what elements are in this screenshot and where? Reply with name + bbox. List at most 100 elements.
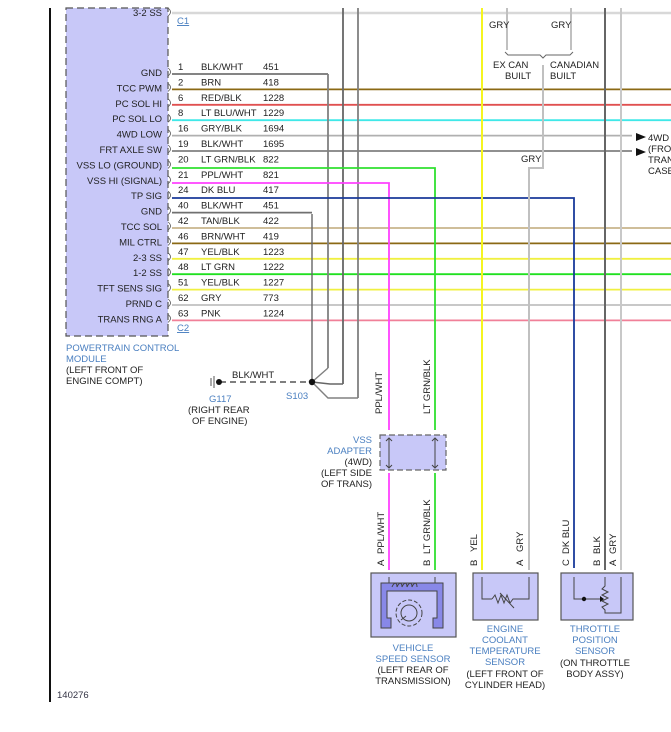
arrow-4wd-low-icon xyxy=(636,133,646,141)
pcm-pin-number: 21 xyxy=(178,170,189,181)
pcm-pin-circuit-number: 451 xyxy=(263,201,279,212)
splice-s103-dot xyxy=(308,378,316,386)
tp-location-line-2: BODY ASSY) xyxy=(566,669,623,680)
vss-adapter-pass-through-icons xyxy=(385,437,439,469)
connector-cavity xyxy=(167,83,171,92)
pcm-pin-number: 16 xyxy=(178,124,189,135)
pcm-pin-function-label: GND xyxy=(141,68,162,79)
ground-g117-label: G117 xyxy=(209,394,232,405)
pcm-pin-wire-color: LT GRN/BLK xyxy=(201,154,256,165)
wire-label-gry-left: GRY xyxy=(489,20,510,31)
wire-s103-d xyxy=(311,381,358,399)
pcm-pin-number: 1 xyxy=(178,62,183,73)
pcm-pin-number: 19 xyxy=(178,139,189,150)
tp-terminal-c-color: DK BLU xyxy=(561,520,572,554)
pcm-pin-function-label: 4WD LOW xyxy=(117,130,162,141)
pcm-pin-circuit-number: 451 xyxy=(263,62,279,73)
pcm-pin-wire-color: DK BLU xyxy=(201,185,235,196)
pcm-pin-wire-color: BLK/WHT xyxy=(201,201,243,212)
pcm-pin-wire-color: BLK/WHT xyxy=(201,62,243,73)
ect-terminal-a-color: GRY xyxy=(515,531,526,552)
pcm-pin-wire-color: GRY/BLK xyxy=(201,124,243,135)
connector-cavity xyxy=(167,221,171,231)
tp-name-line-3: SENSOR xyxy=(575,646,615,657)
potentiometer-icon xyxy=(573,577,622,614)
vss-adapter-detail-line-3: OF TRANS) xyxy=(321,479,372,490)
connector-cavity xyxy=(167,144,171,154)
ect-name-line-4: SENSOR xyxy=(485,657,525,668)
pcm-pin-function-label: FRT AXLE SW xyxy=(100,145,163,156)
connector-cavity xyxy=(167,129,171,138)
pcm-pin-circuit-number: 1227 xyxy=(263,278,284,289)
tp-terminal-a-label: A xyxy=(608,559,619,566)
ect-name-line-3: TEMPERATURE xyxy=(469,646,540,657)
pcm-pin-wire-color: GRY xyxy=(201,293,222,304)
ect-terminal-b-color: YEL xyxy=(469,534,480,552)
pcm-pin-number: 63 xyxy=(178,308,189,319)
pcm-name-line-2: MODULE xyxy=(66,354,107,365)
pcm-pin-wire-color: YEL/BLK xyxy=(201,278,240,289)
connector-cavity xyxy=(167,237,171,246)
pcm-pin-circuit-number: 822 xyxy=(263,154,279,165)
pcm-box xyxy=(65,7,169,337)
pcm-pin-circuit-number: 418 xyxy=(263,77,279,88)
pcm-pin-circuit-number: 1229 xyxy=(263,108,284,119)
connector-c1-link[interactable]: C1 xyxy=(177,16,189,27)
vss-adapter-box xyxy=(379,434,447,471)
vss-terminal-a-label: A xyxy=(376,559,387,566)
ect-terminal-b-label: B xyxy=(469,560,480,566)
pcm-pin-function-label: TRANS RNG A xyxy=(98,314,163,325)
tp-terminal-c-label: C xyxy=(561,559,572,566)
connector-cavity xyxy=(167,283,171,292)
arrow-frt-axle-icon xyxy=(636,148,646,156)
pcm-pin-circuit-number: 1695 xyxy=(263,139,284,150)
connector-cavity xyxy=(167,252,171,262)
pcm-pin-circuit-number: 821 xyxy=(263,170,279,181)
connector-cavity xyxy=(167,267,171,277)
pcm-location-line-1: (LEFT FRONT OF xyxy=(66,365,143,376)
ect-sensor-box xyxy=(472,572,539,621)
wire-label-gry-mid: GRY xyxy=(521,154,542,165)
pcm-pin-number: 24 xyxy=(178,185,189,196)
tp-name-line-1: THROTTLE xyxy=(570,624,620,635)
pcm-pin-function-label: TCC PWM xyxy=(117,83,162,94)
wire-ect-gry xyxy=(528,65,544,570)
ect-location-line-1: (LEFT FRONT OF xyxy=(466,669,543,680)
pcm-pin-function-label: PC SOL LO xyxy=(112,114,162,125)
pcm-pin-function-label: 2-3 SS xyxy=(133,253,162,264)
vss-name-line-2: SPEED SENSOR xyxy=(376,654,451,665)
vss-terminal-a-color: PPL/WHT xyxy=(376,512,387,554)
pcm-pin-number: 20 xyxy=(178,154,189,165)
pcm-pin-function-label: GND xyxy=(141,207,162,218)
connector-cavity xyxy=(167,314,171,323)
ex-can-line-2: BUILT xyxy=(505,71,531,82)
pcm-pin-number: 2 xyxy=(178,77,183,88)
wire-label-lt-grn-blk-upper: LT GRN/BLK xyxy=(422,359,433,414)
wire-vss-lo-lt-grn-blk xyxy=(172,167,436,430)
pcm-pin-number: 6 xyxy=(178,93,183,104)
connector-cavity xyxy=(167,175,171,185)
wire-label-ppl-wht-upper: PPL/WHT xyxy=(374,372,385,414)
ground-location-line-1: (RIGHT REAR xyxy=(188,405,250,416)
pcm-pin-circuit-number: 773 xyxy=(263,293,279,304)
pcm-pin-function-label: PRND C xyxy=(126,299,163,310)
connector-c2-link[interactable]: C2 xyxy=(177,323,189,334)
ground-wire-color: BLK/WHT xyxy=(232,370,274,381)
pcm-pin-wire-color: BRN/WHT xyxy=(201,231,246,242)
tp-name-line-2: POSITION xyxy=(572,635,618,646)
pcm-pin-number: 48 xyxy=(178,262,189,273)
transfer-case-note-line-3: TRAN xyxy=(648,155,671,166)
vss-terminal-b-color: LT GRN/BLK xyxy=(422,499,433,554)
pcm-pin-function-label: PC SOL HI xyxy=(115,99,162,110)
transfer-case-note-line-4: CASE xyxy=(648,166,671,177)
transfer-case-note-line-1: 4WD xyxy=(648,133,669,144)
pcm-pin-wire-color: BRN xyxy=(201,77,221,88)
pcm-location-line-2: ENGINE COMPT) xyxy=(66,376,143,387)
connector-cavity xyxy=(167,206,171,215)
pcm-pin-number: 46 xyxy=(178,231,189,242)
pcm-pin-function-label: 1-2 SS xyxy=(133,268,162,279)
pcm-pin-label-3-2-ss: 3-2 SS xyxy=(133,8,162,19)
pcm-pin-circuit-number: 1222 xyxy=(263,262,284,273)
thermistor-icon xyxy=(481,577,530,609)
